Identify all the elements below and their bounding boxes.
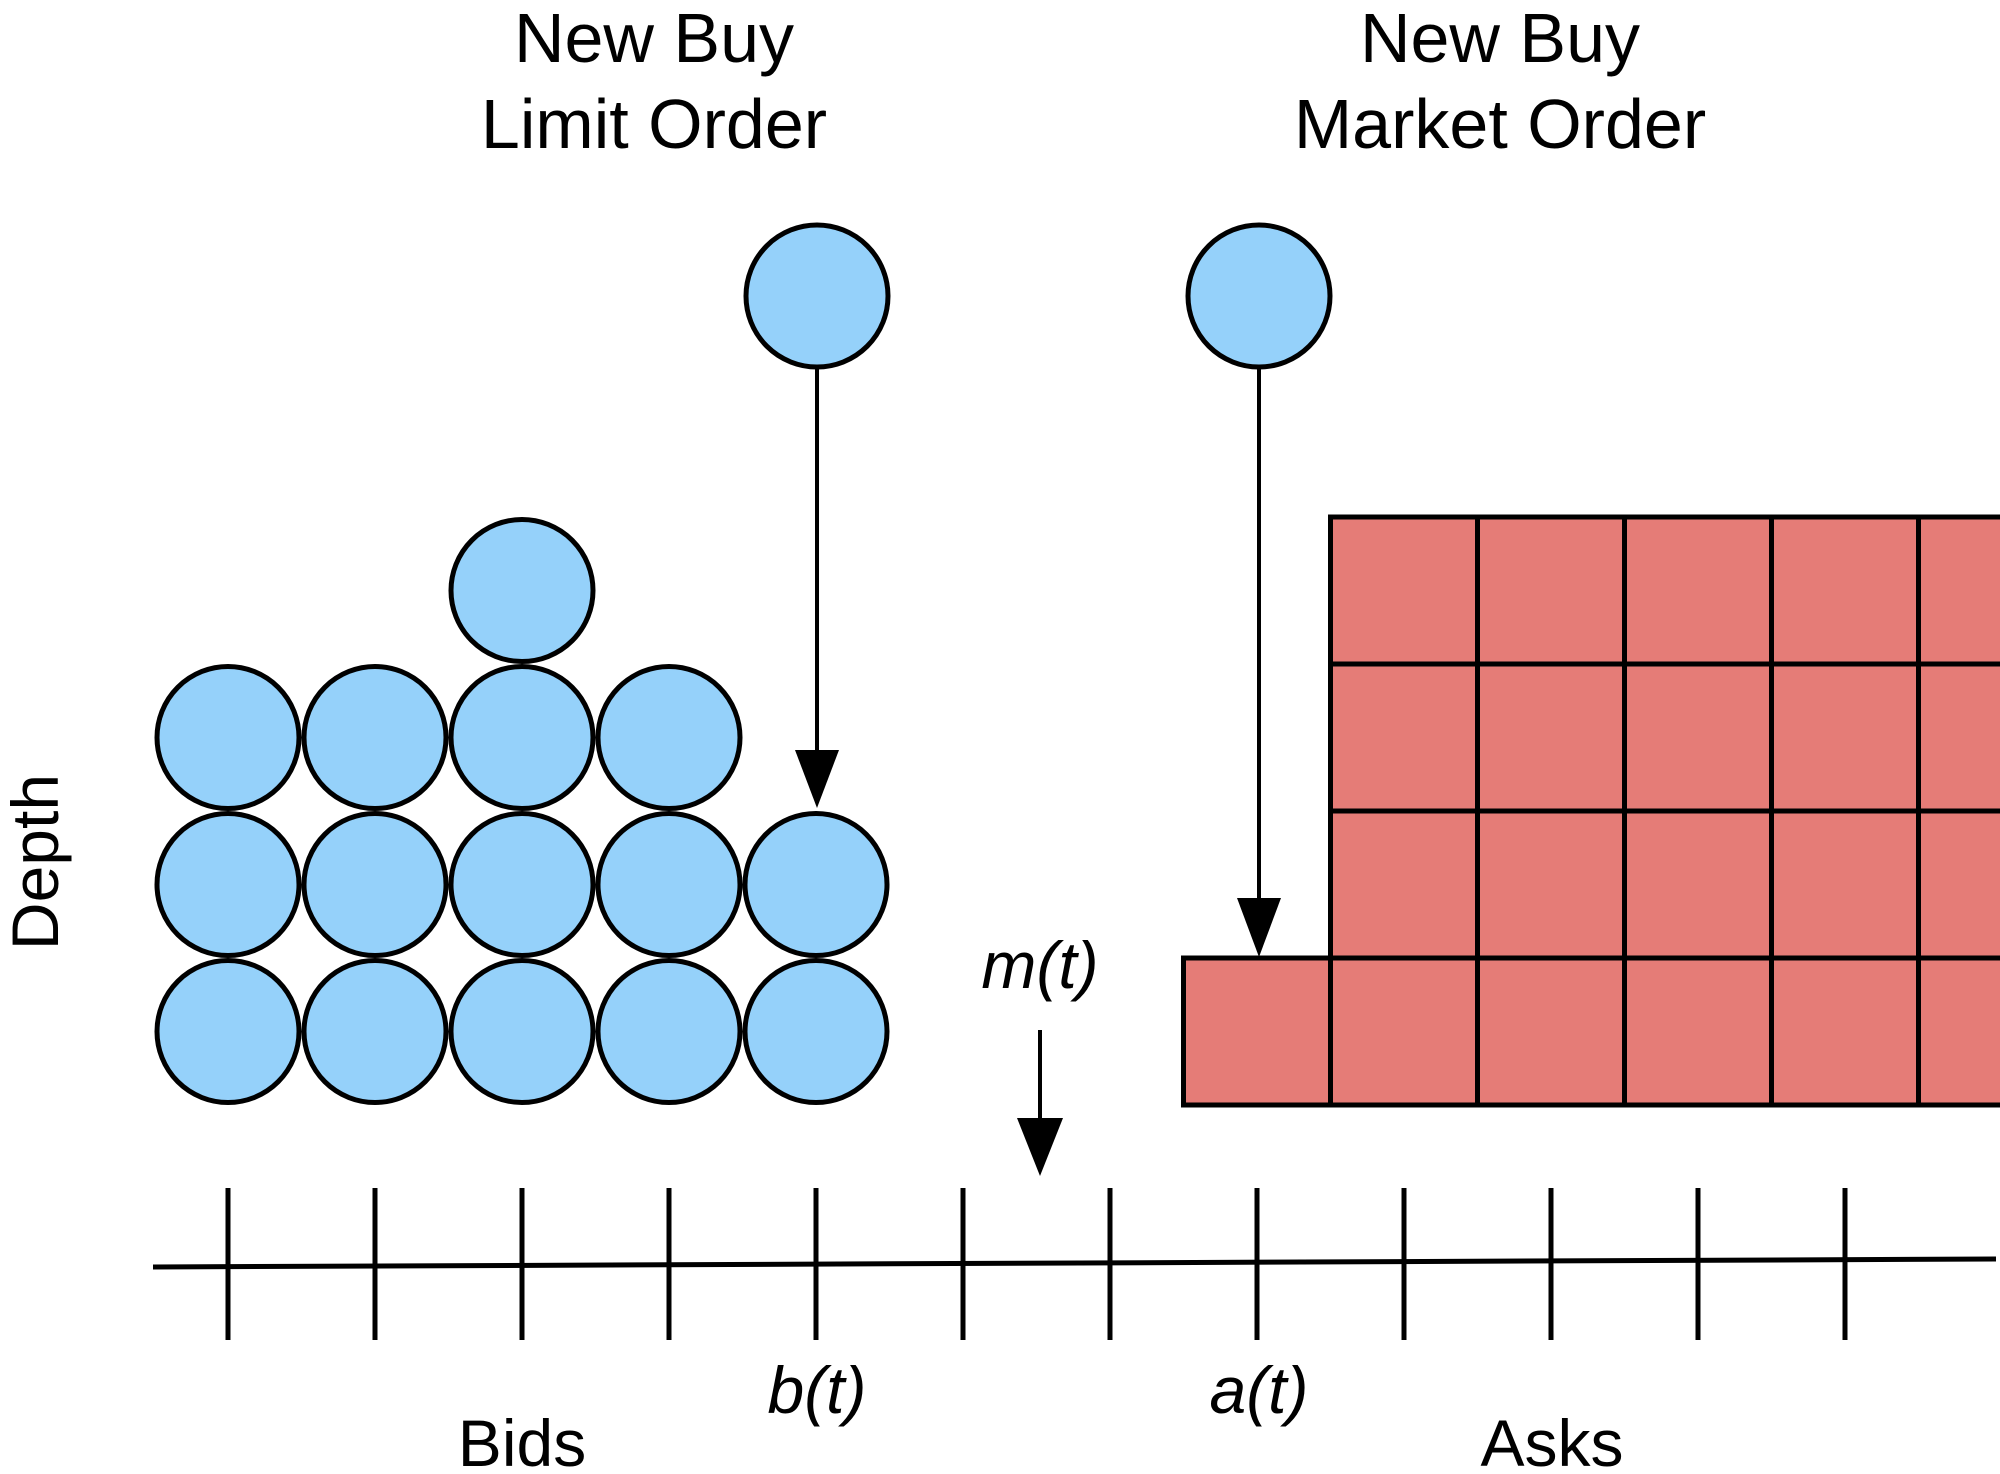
- incoming-market-order: [1188, 225, 1330, 957]
- bid-order-circle: [745, 814, 887, 956]
- bid-order-circle: [745, 961, 887, 1103]
- bid-order-circle: [304, 961, 446, 1103]
- ask-order-square: [1772, 811, 1919, 958]
- mid-price-arrow-head: [1017, 1118, 1063, 1176]
- ask-order-square: [1478, 811, 1625, 958]
- market-order-arrow-head: [1237, 898, 1281, 957]
- price-axis-line: [153, 1259, 1996, 1267]
- incoming-limit-order: [746, 225, 888, 808]
- ask-order-square: [1919, 958, 2000, 1105]
- ask-order-square: [1331, 517, 1478, 664]
- depth-axis-label: Depth: [0, 774, 72, 950]
- ask-order-square: [1772, 958, 1919, 1105]
- price-axis: [153, 1188, 1996, 1340]
- ask-order-square: [1331, 958, 1478, 1105]
- limit-order-arrow-head: [795, 750, 839, 808]
- asks-label: Asks: [1480, 1406, 1623, 1469]
- bid-order-circle: [304, 814, 446, 956]
- ask-order-square: [1331, 811, 1478, 958]
- bid-order-circle: [157, 814, 299, 956]
- ask-order-square: [1625, 811, 1772, 958]
- bid-order-circle: [451, 961, 593, 1103]
- ask-order-square: [1184, 958, 1331, 1105]
- ask-order-square: [1478, 664, 1625, 811]
- best-ask-label: a(t): [1210, 1353, 1309, 1427]
- ask-order-square: [1625, 958, 1772, 1105]
- ask-orders: [1184, 517, 2000, 1105]
- ask-order-square: [1919, 664, 2000, 811]
- limit-order-title-line1: New Buy: [514, 0, 794, 77]
- bids-label: Bids: [458, 1406, 586, 1469]
- market-order-title-line1: New Buy: [1360, 0, 1640, 77]
- ask-order-square: [1919, 811, 2000, 958]
- ask-order-square: [1625, 517, 1772, 664]
- limit-order-title-line2: Limit Order: [481, 85, 827, 163]
- bid-order-circle: [157, 961, 299, 1103]
- bid-order-circle: [157, 667, 299, 809]
- market-order-title-line2: Market Order: [1294, 85, 1706, 163]
- incoming-market-order-circle: [1188, 225, 1330, 367]
- ask-order-square: [1478, 517, 1625, 664]
- bid-order-circle: [451, 520, 593, 662]
- ask-order-square: [1625, 664, 1772, 811]
- bid-order-circle: [598, 667, 740, 809]
- ask-order-square: [1772, 517, 1919, 664]
- ask-order-square: [1478, 958, 1625, 1105]
- bid-order-circle: [304, 667, 446, 809]
- bid-order-circle: [598, 814, 740, 956]
- ask-order-square: [1772, 664, 1919, 811]
- ask-order-square: [1331, 664, 1478, 811]
- bid-orders: [157, 520, 887, 1103]
- bid-order-circle: [451, 814, 593, 956]
- bid-order-circle: [598, 961, 740, 1103]
- ask-order-square: [1919, 517, 2000, 664]
- bid-order-circle: [451, 667, 593, 809]
- incoming-limit-order-circle: [746, 225, 888, 367]
- mid-price-label: m(t): [981, 928, 1098, 1002]
- best-bid-label: b(t): [768, 1353, 867, 1427]
